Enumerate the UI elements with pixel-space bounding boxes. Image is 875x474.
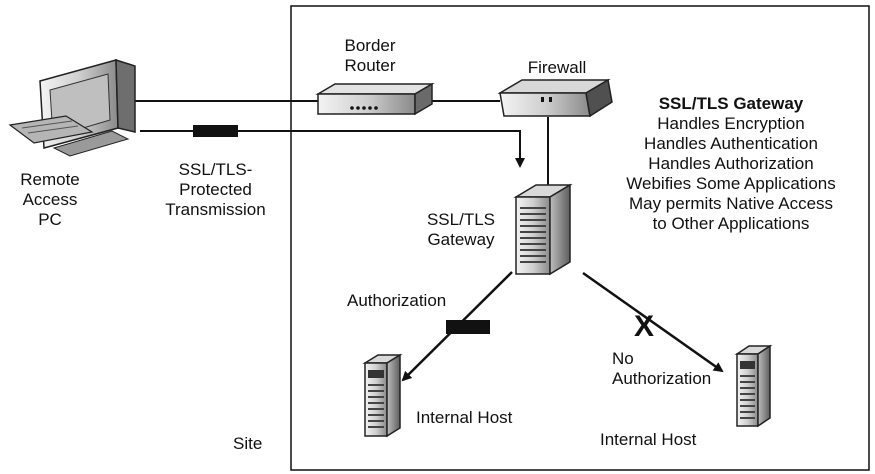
remote-pc-label-line: Access xyxy=(22,190,78,209)
transmission-label-line: Protected xyxy=(179,180,252,199)
internal-host-right-label: Internal Host xyxy=(600,430,697,449)
remote-pc-label-line: PC xyxy=(38,210,62,229)
no-authorization-label-line: No xyxy=(612,349,634,368)
border-router-label-line: Border xyxy=(344,36,396,55)
transmission-label-line: Transmission xyxy=(165,200,266,219)
remote-pc-label: Remote Access PC xyxy=(10,170,90,230)
gateway-info-line: Handles Encryption xyxy=(657,114,805,133)
transmission-label: SSL/TLS- Protected Transmission xyxy=(148,160,283,220)
gateway-info: SSL/TLS Gateway Handles Encryption Handl… xyxy=(596,94,866,234)
gateway-label: SSL/TLS Gateway xyxy=(414,210,508,250)
gateway-server-icon xyxy=(513,183,573,276)
authorization-label: Authorization xyxy=(347,291,447,310)
gateway-info-title: SSL/TLS Gateway xyxy=(658,94,804,113)
no-authorization-label: No Authorization xyxy=(612,349,711,389)
transmission-label-line: SSL/TLS- xyxy=(178,160,253,179)
gateway-info-line: Handles Authorization xyxy=(648,154,814,173)
transmission-packet xyxy=(193,125,238,137)
border-router-label-line: Router xyxy=(344,56,396,75)
gateway-info-line: to Other Applications xyxy=(652,214,810,233)
gateway-label-line: SSL/TLS xyxy=(426,210,496,229)
gateway-info-line: Handles Authentication xyxy=(644,134,818,153)
firewall-icon xyxy=(497,78,613,118)
border-router-icon xyxy=(315,82,435,116)
firewall-label: Firewall xyxy=(527,58,587,77)
internal-host-left-icon xyxy=(362,353,403,438)
authorization-packet xyxy=(446,320,490,334)
internal-host-right-icon xyxy=(734,344,773,428)
border-router-label: Border Router xyxy=(325,36,415,76)
blocked-x-mark: X xyxy=(634,310,654,343)
remote-pc-icon xyxy=(8,58,136,157)
gateway-info-line: May permits Native Access xyxy=(628,194,834,213)
site-boundary xyxy=(290,5,870,471)
transmission-arrow xyxy=(140,130,525,168)
internal-host-left-label: Internal Host xyxy=(416,408,513,427)
remote-pc-label-line: Remote xyxy=(20,170,80,189)
no-authorization-label-line: Authorization xyxy=(612,369,712,388)
site-label: Site xyxy=(233,434,263,453)
gateway-info-line: Webifies Some Applications xyxy=(626,174,836,193)
no-authorization-arrow xyxy=(582,271,724,373)
gateway-label-line: Gateway xyxy=(427,230,495,249)
